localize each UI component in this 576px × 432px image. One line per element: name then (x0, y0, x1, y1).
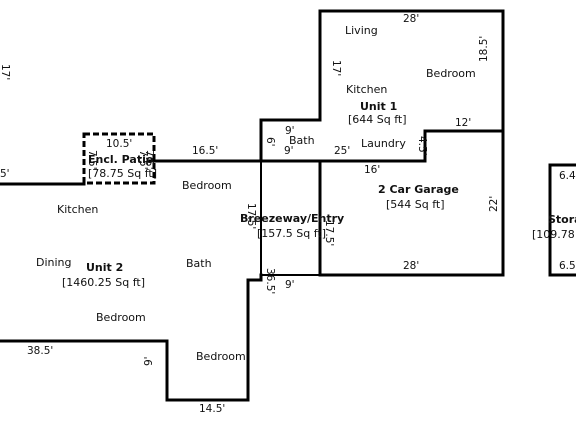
storage-walls (548, 163, 576, 277)
patio-name: Encl. Patio (88, 153, 154, 166)
dim-breezeway-lower: 36.5' (264, 268, 276, 294)
dim-garage-top: 16' (364, 164, 380, 176)
dim-garage-bottom: 28' (403, 260, 419, 272)
dim-bath-height: 6' (264, 137, 276, 147)
dim-bath-width2: 9' (284, 145, 294, 157)
dim-unit2-step: 9' (143, 356, 155, 366)
patio-area: [78.75 Sq ft] (88, 167, 157, 180)
dim-unit1-left: 17' (330, 60, 342, 76)
room-dining: Dining (36, 256, 72, 269)
garage-area: [544 Sq ft] (386, 198, 445, 211)
dim-unit1-right: 18.5' (478, 36, 490, 62)
dim-storage-top: 6.4 (559, 170, 576, 182)
dim-patio-inner: 7.5' (137, 150, 149, 170)
breezeway-area: [157.5 Sq ft] (257, 227, 326, 240)
dim-breezeway-top: 25' (334, 145, 350, 157)
room-bedroom-unit1: Bedroom (426, 67, 476, 80)
dim-breezeway-inner: 17.5' (323, 220, 335, 246)
unit1-name: Unit 1 (360, 100, 397, 113)
dim-patio-left: 7.5' (86, 150, 98, 170)
room-kitchen-unit2: Kitchen (57, 203, 98, 216)
room-bath-unit1: Bath (289, 134, 315, 147)
dim-unit2-top: 16.5' (192, 145, 218, 157)
unit1-walls (259, 9, 505, 163)
room-bedroom-unit2-top: Bedroom (182, 179, 232, 192)
room-bedroom-unit2-bottom: Bedroom (196, 350, 246, 363)
storage-area: [109.78 (532, 228, 575, 241)
dim-unit1-top: 28' (403, 13, 419, 25)
unit2-area: [1460.25 Sq ft] (62, 276, 145, 289)
dim-unit2-bottom2: 14.5' (199, 403, 225, 415)
room-kitchen-unit1: Kitchen (346, 83, 387, 96)
room-living: Living (345, 24, 378, 37)
unit2-name: Unit 2 (86, 261, 123, 274)
dim-garage-right: 22' (488, 196, 500, 212)
storage-name: Stora (548, 213, 576, 226)
unit1-area: [644 Sq ft] (348, 113, 407, 126)
dim-breezeway-bottom: 9' (285, 279, 295, 291)
garage-name: 2 Car Garage (378, 183, 459, 196)
patio-outline (82, 132, 156, 185)
dim-patio-right: 7.5' (143, 150, 155, 170)
dim-left-edge-1: 17' (0, 64, 11, 80)
room-bath-unit2: Bath (186, 257, 212, 270)
dim-storage-bottom: 6.5 (559, 260, 576, 272)
dim-unit1-step: 12' (455, 117, 471, 129)
dim-unit1-notch: 4.5' (416, 136, 428, 156)
dim-left-edge-2: 5' (0, 168, 10, 180)
unit2-walls (0, 182, 263, 402)
breezeway-name: Breezeway/Entry (240, 212, 344, 225)
garage-walls (318, 129, 505, 277)
dim-breezeway-left: 17.5' (245, 203, 257, 229)
room-bedroom-unit2-mid: Bedroom (96, 311, 146, 324)
dim-bath-width: 9' (285, 125, 295, 137)
dim-patio-top: 10.5' (106, 138, 132, 150)
dim-unit2-bottom: 38.5' (27, 345, 53, 357)
room-laundry: Laundry (361, 137, 406, 150)
